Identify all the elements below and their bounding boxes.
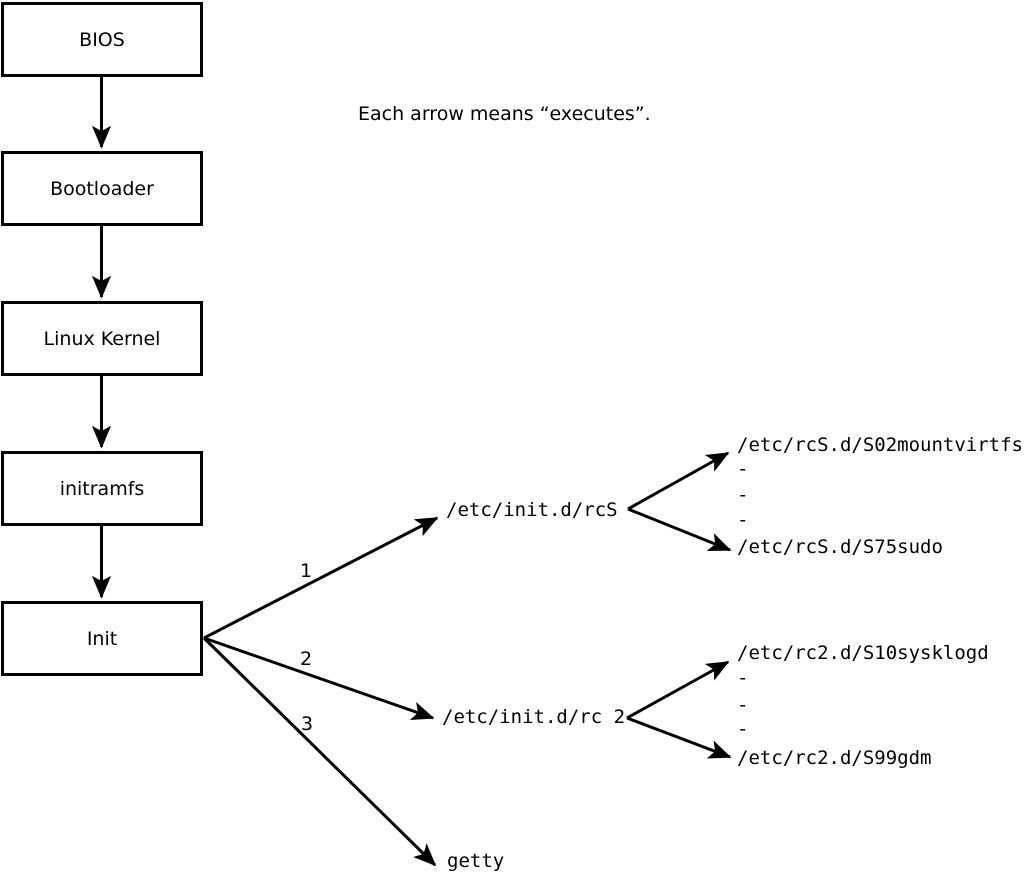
label-etc-init-d-rc2: /etc/init.d/rc 2: [442, 706, 626, 728]
label-rcS-script-s02mountvirtfs: /etc/rcS.d/S02mountvirtfs: [737, 434, 1023, 456]
box-bootloader: Bootloader: [1, 151, 203, 226]
box-initramfs-label: initramfs: [59, 477, 145, 500]
box-linux-kernel: Linux Kernel: [1, 301, 203, 376]
arrow-label-1: 1: [300, 560, 313, 582]
label-rc2-script-s10sysklogd: /etc/rc2.d/S10sysklogd: [737, 642, 989, 664]
arrow-rc2-to-s10: [626, 660, 730, 720]
label-rc2-script-dash-3: -: [737, 718, 749, 740]
label-etc-init-d-rcS: /etc/init.d/rcS: [446, 499, 618, 521]
box-bios-label: BIOS: [79, 28, 125, 51]
arrow-rcS-to-s75: [627, 507, 732, 552]
arrow-init-to-getty: [202, 636, 437, 867]
box-linux-kernel-label: Linux Kernel: [43, 327, 161, 350]
label-rc2-script-dash-2: -: [737, 694, 749, 716]
arrow-init-to-rcS: [203, 516, 439, 640]
label-rcS-script-s75sudo: /etc/rcS.d/S75sudo: [737, 536, 943, 558]
legend-note: Each arrow means “executes”.: [358, 103, 651, 125]
box-initramfs: initramfs: [1, 451, 203, 526]
label-rcS-script-dash-3: -: [737, 509, 749, 531]
label-rcS-script-dash-1: -: [737, 458, 749, 480]
label-rc2-script-s99gdm: /etc/rc2.d/S99gdm: [737, 747, 932, 769]
arrow-rcS-to-s02: [627, 451, 730, 511]
arrow-label-3: 3: [301, 713, 314, 735]
label-getty: getty: [447, 850, 505, 872]
box-init-label: Init: [86, 627, 118, 650]
arrow-label-2: 2: [300, 648, 313, 670]
box-init: Init: [1, 601, 203, 676]
box-bios: BIOS: [1, 2, 203, 77]
arrow-init-to-rc2: [203, 636, 435, 721]
label-rc2-script-dash-1: -: [737, 667, 749, 689]
label-rcS-script-dash-2: -: [737, 484, 749, 506]
box-bootloader-label: Bootloader: [50, 177, 154, 200]
arrow-rc2-to-s99: [626, 716, 732, 759]
